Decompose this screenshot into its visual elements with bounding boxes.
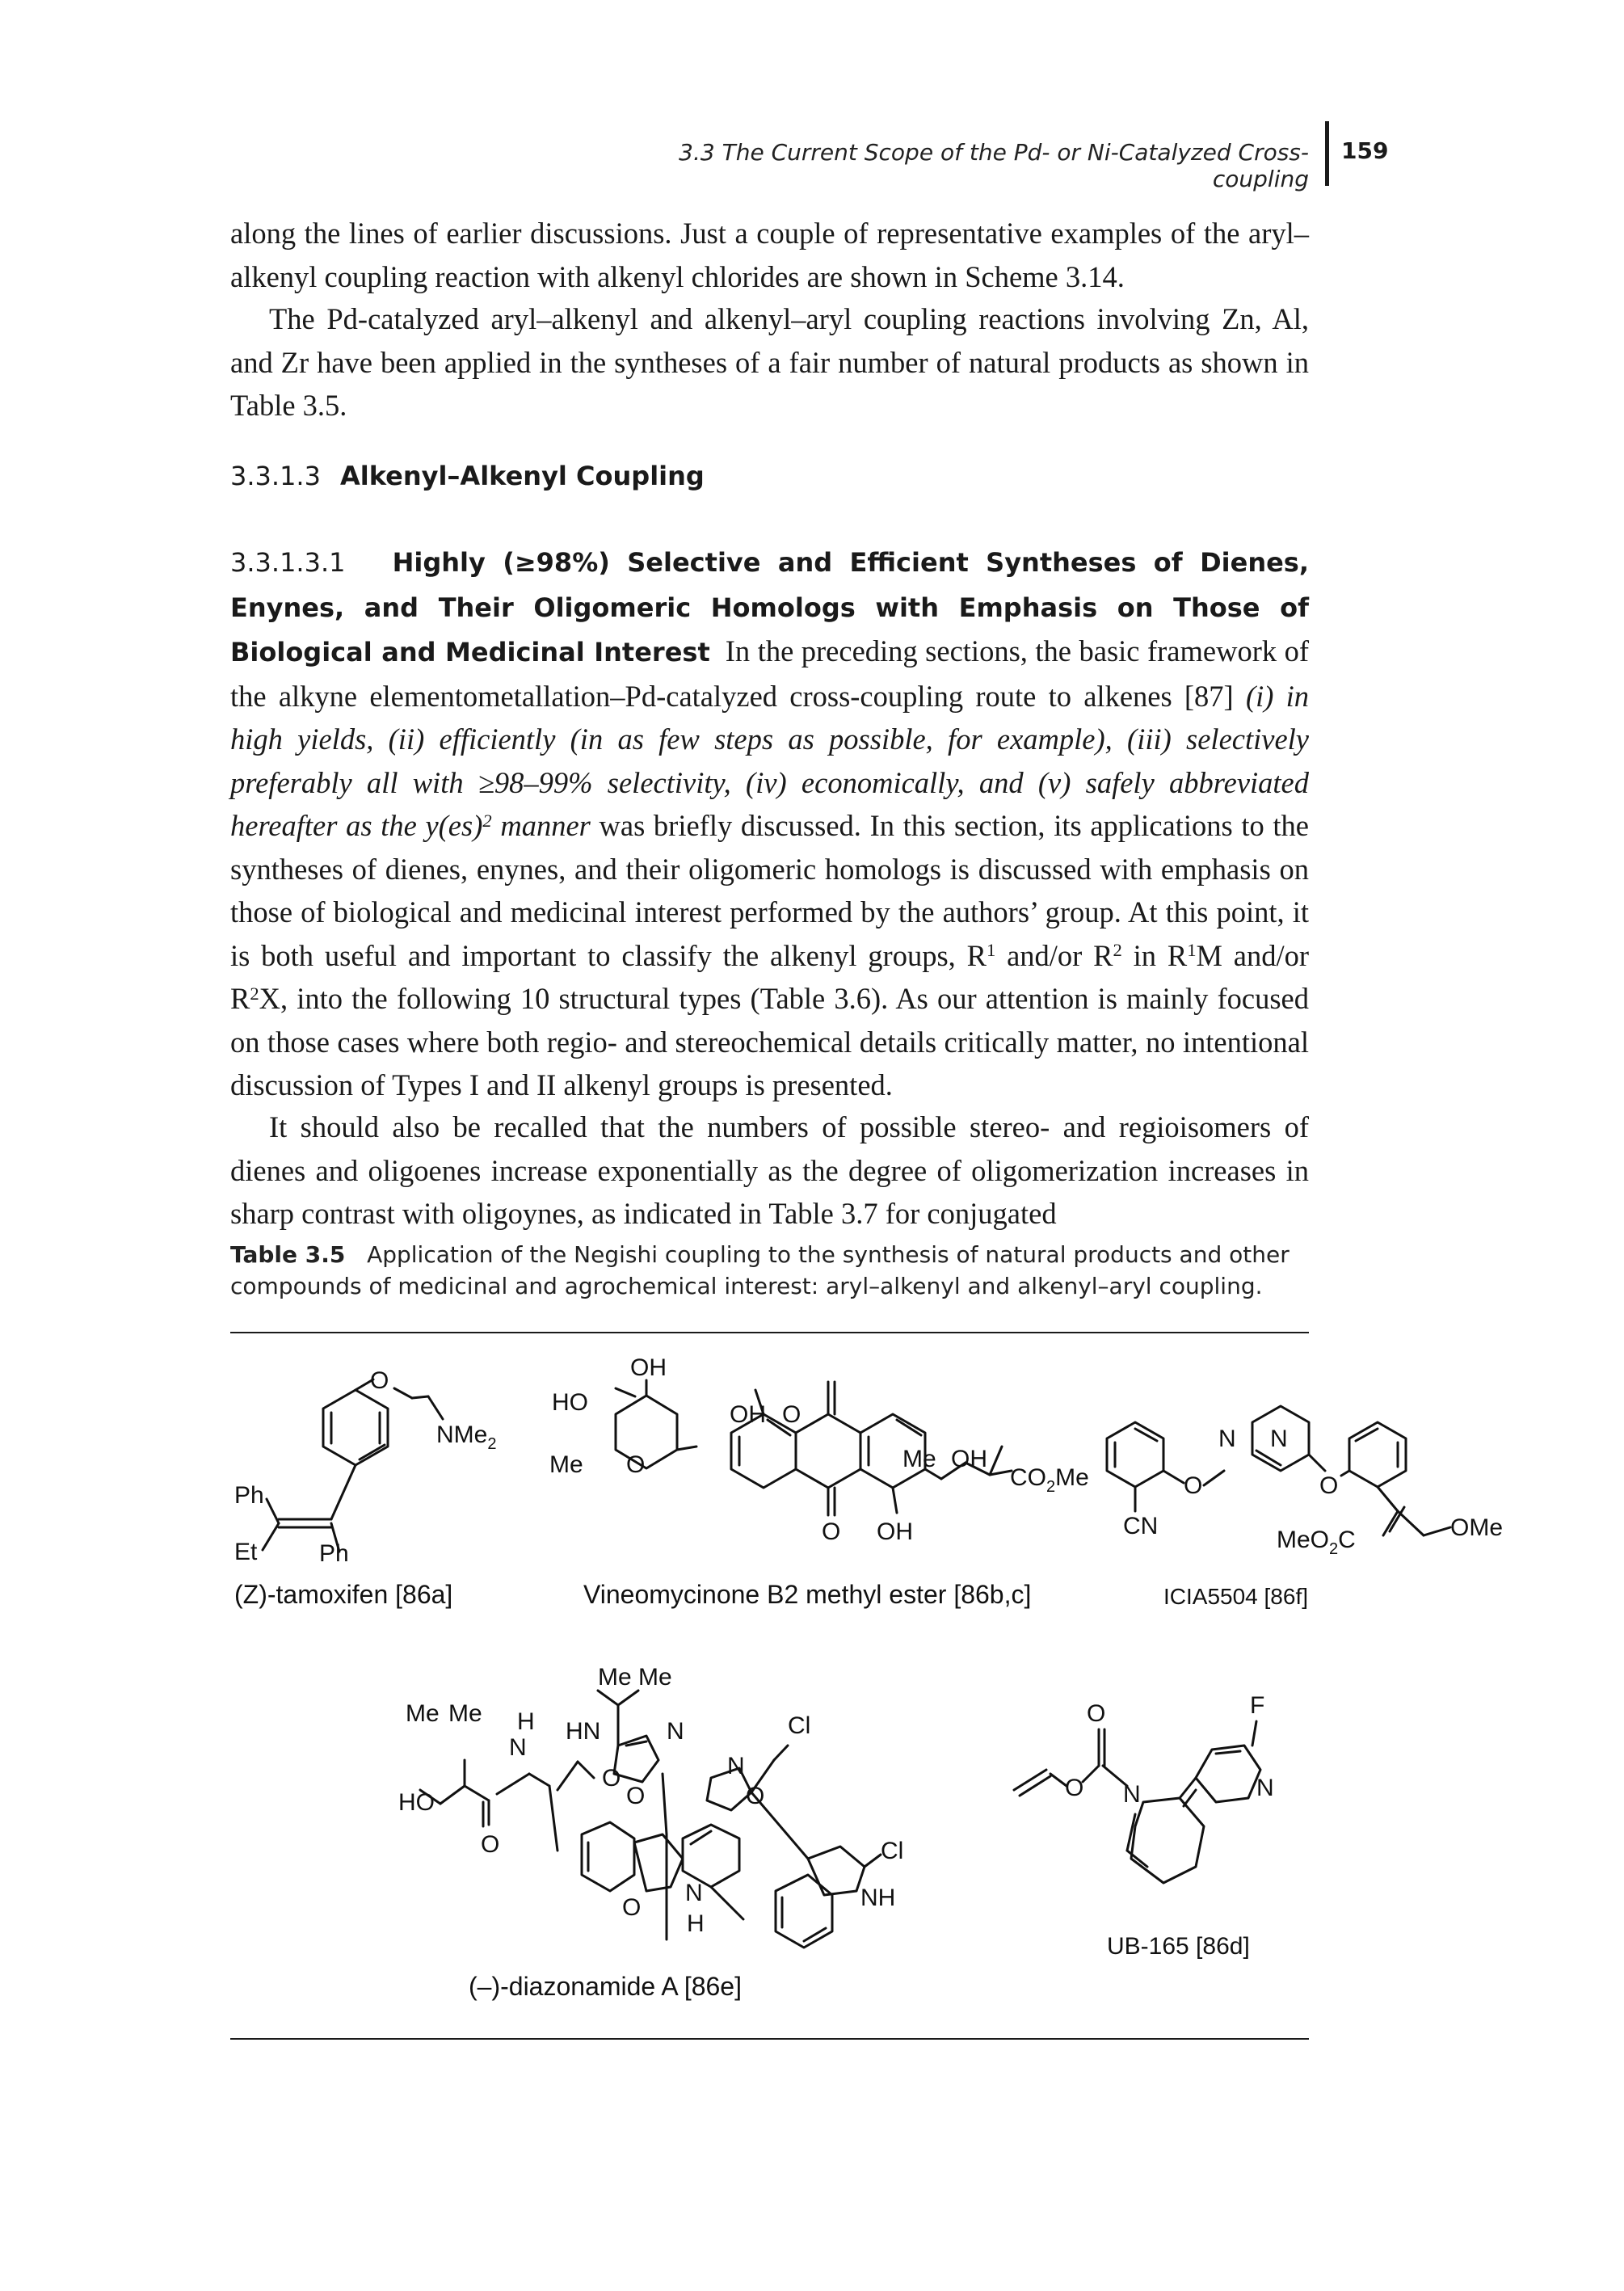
table-bottom-rule — [230, 2038, 1309, 2040]
label-ph: Ph — [234, 1482, 264, 1509]
subsection-paragraph: 3.3.1.3.1 Highly (≥98%) Selective and Ef… — [230, 540, 1309, 1107]
label-cl: Cl — [881, 1838, 903, 1864]
label-me: Me — [406, 1700, 440, 1727]
r1m-sup: 1 — [1187, 940, 1197, 961]
section-title: Alkenyl–Alkenyl Coupling — [339, 461, 705, 491]
yes-criteria: (i) in high yields, (ii) efficiently (in… — [230, 679, 1310, 843]
label-h: H — [687, 1910, 705, 1937]
structure-icia5504 — [1105, 1405, 1452, 1537]
label-o: O — [622, 1894, 641, 1921]
label-me: Me — [448, 1700, 482, 1727]
label-n: N — [685, 1880, 703, 1906]
label-me: Me — [902, 1446, 936, 1472]
label-oh: OH — [951, 1446, 987, 1472]
subsection-text-1: In the preceding sections, the basic fra… — [230, 634, 1310, 713]
label-o: O — [481, 1831, 499, 1858]
compound-name-ub165: UB-165 [86d] — [1107, 1933, 1250, 1960]
r1-sup: 1 — [986, 940, 996, 961]
section-heading: 3.3.1.3 Alkenyl–Alkenyl Coupling — [230, 461, 705, 491]
label-o: O — [782, 1401, 801, 1428]
label-me: Me — [598, 1664, 632, 1691]
compound-name-icia5504: ICIA5504 [86f] — [1163, 1584, 1309, 1609]
page-number: 159 — [1341, 137, 1389, 164]
label-n: N — [727, 1753, 745, 1779]
intro-paragraph-2: The Pd-catalyzed aryl–alkenyl and alkeny… — [230, 302, 1309, 422]
subsection-text-3: and/or R — [1007, 938, 1113, 972]
intro-paragraph-1: along the lines of earlier discussions. … — [230, 217, 1309, 293]
structure-ub165 — [1012, 1720, 1262, 1885]
paragraph-oligomers: It should also be recalled that the numb… — [230, 1110, 1309, 1230]
label-cn: CN — [1123, 1513, 1158, 1539]
compound-name-vineomycinone: Vineomycinone B2 methyl ester [86b,c] — [583, 1580, 1032, 1609]
yes-manner: manner — [500, 809, 591, 842]
running-header: 3.3 The Current Scope of the Pd- or Ni-C… — [679, 139, 1309, 192]
label-oh: OH — [630, 1354, 667, 1381]
subsection-text-2: was briefly discussed. In this section, … — [230, 809, 1309, 972]
yes-superscript: 2 — [482, 810, 492, 831]
label-f: F — [1250, 1692, 1264, 1719]
label-nme2: NMe2 — [436, 1421, 496, 1453]
structure-tamoxifen — [261, 1378, 444, 1553]
label-o: O — [1184, 1472, 1202, 1499]
label-o: O — [1087, 1700, 1105, 1727]
label-ho: HO — [552, 1389, 588, 1416]
table-top-rule — [230, 1332, 1309, 1333]
label-oh: OH — [877, 1518, 913, 1545]
label-ph: Ph — [319, 1540, 349, 1567]
label-n: N — [667, 1718, 684, 1745]
header-divider — [1325, 121, 1329, 186]
label-ho: HO — [398, 1789, 435, 1816]
structure-diazonamide — [419, 1689, 882, 1949]
label-n: N — [1270, 1426, 1288, 1452]
label-nh: NH — [860, 1885, 895, 1911]
label-o: O — [1065, 1775, 1083, 1801]
subsection-title: Highly (≥98%) Selective and Efficient Sy… — [230, 547, 1310, 668]
label-hn: HN — [566, 1718, 600, 1745]
compound-name-diazonamide: (–)-diazonamide A [86e] — [469, 1972, 742, 2001]
structure-vineomycinone — [614, 1379, 1013, 1517]
label-et: Et — [234, 1539, 258, 1565]
label-ome: OMe — [1450, 1514, 1503, 1541]
label-o: O — [1319, 1472, 1338, 1499]
section-number: 3.3.1.3 — [230, 461, 321, 491]
r2-sup: 2 — [1113, 940, 1122, 961]
label-o: O — [370, 1367, 389, 1394]
subsection-text-6: X, into the following 10 structural type… — [230, 982, 1309, 1101]
label-h: H — [517, 1708, 535, 1735]
label-n: N — [1218, 1426, 1236, 1452]
subsection-number: 3.3.1.3.1 — [230, 547, 346, 578]
label-me: Me — [638, 1664, 672, 1691]
table-caption-text: Application of the Negishi coupling to t… — [230, 1241, 1290, 1299]
compound-name-tamoxifen: (Z)-tamoxifen [86a] — [234, 1580, 453, 1609]
label-o: O — [626, 1783, 645, 1809]
label-o: O — [746, 1783, 764, 1809]
label-o: O — [822, 1518, 840, 1545]
label-cl: Cl — [788, 1712, 810, 1739]
label-co2me: CO2Me — [1010, 1464, 1089, 1496]
label-o: O — [626, 1451, 645, 1478]
label-o: O — [602, 1765, 621, 1792]
label-me: Me — [549, 1451, 583, 1478]
label-meo2c: MeO2C — [1277, 1527, 1356, 1558]
r2x-sup: 2 — [250, 983, 259, 1004]
label-oh: OH — [730, 1401, 766, 1428]
table-label: Table 3.5 — [230, 1241, 346, 1268]
subsection-text-5: M and/or R — [230, 938, 1310, 1016]
label-n: N — [509, 1734, 527, 1761]
table-caption: Table 3.5 Application of the Negishi cou… — [230, 1239, 1309, 1302]
label-n: N — [1256, 1775, 1274, 1801]
subsection-text-4: in R — [1133, 938, 1188, 972]
label-n: N — [1123, 1781, 1141, 1808]
